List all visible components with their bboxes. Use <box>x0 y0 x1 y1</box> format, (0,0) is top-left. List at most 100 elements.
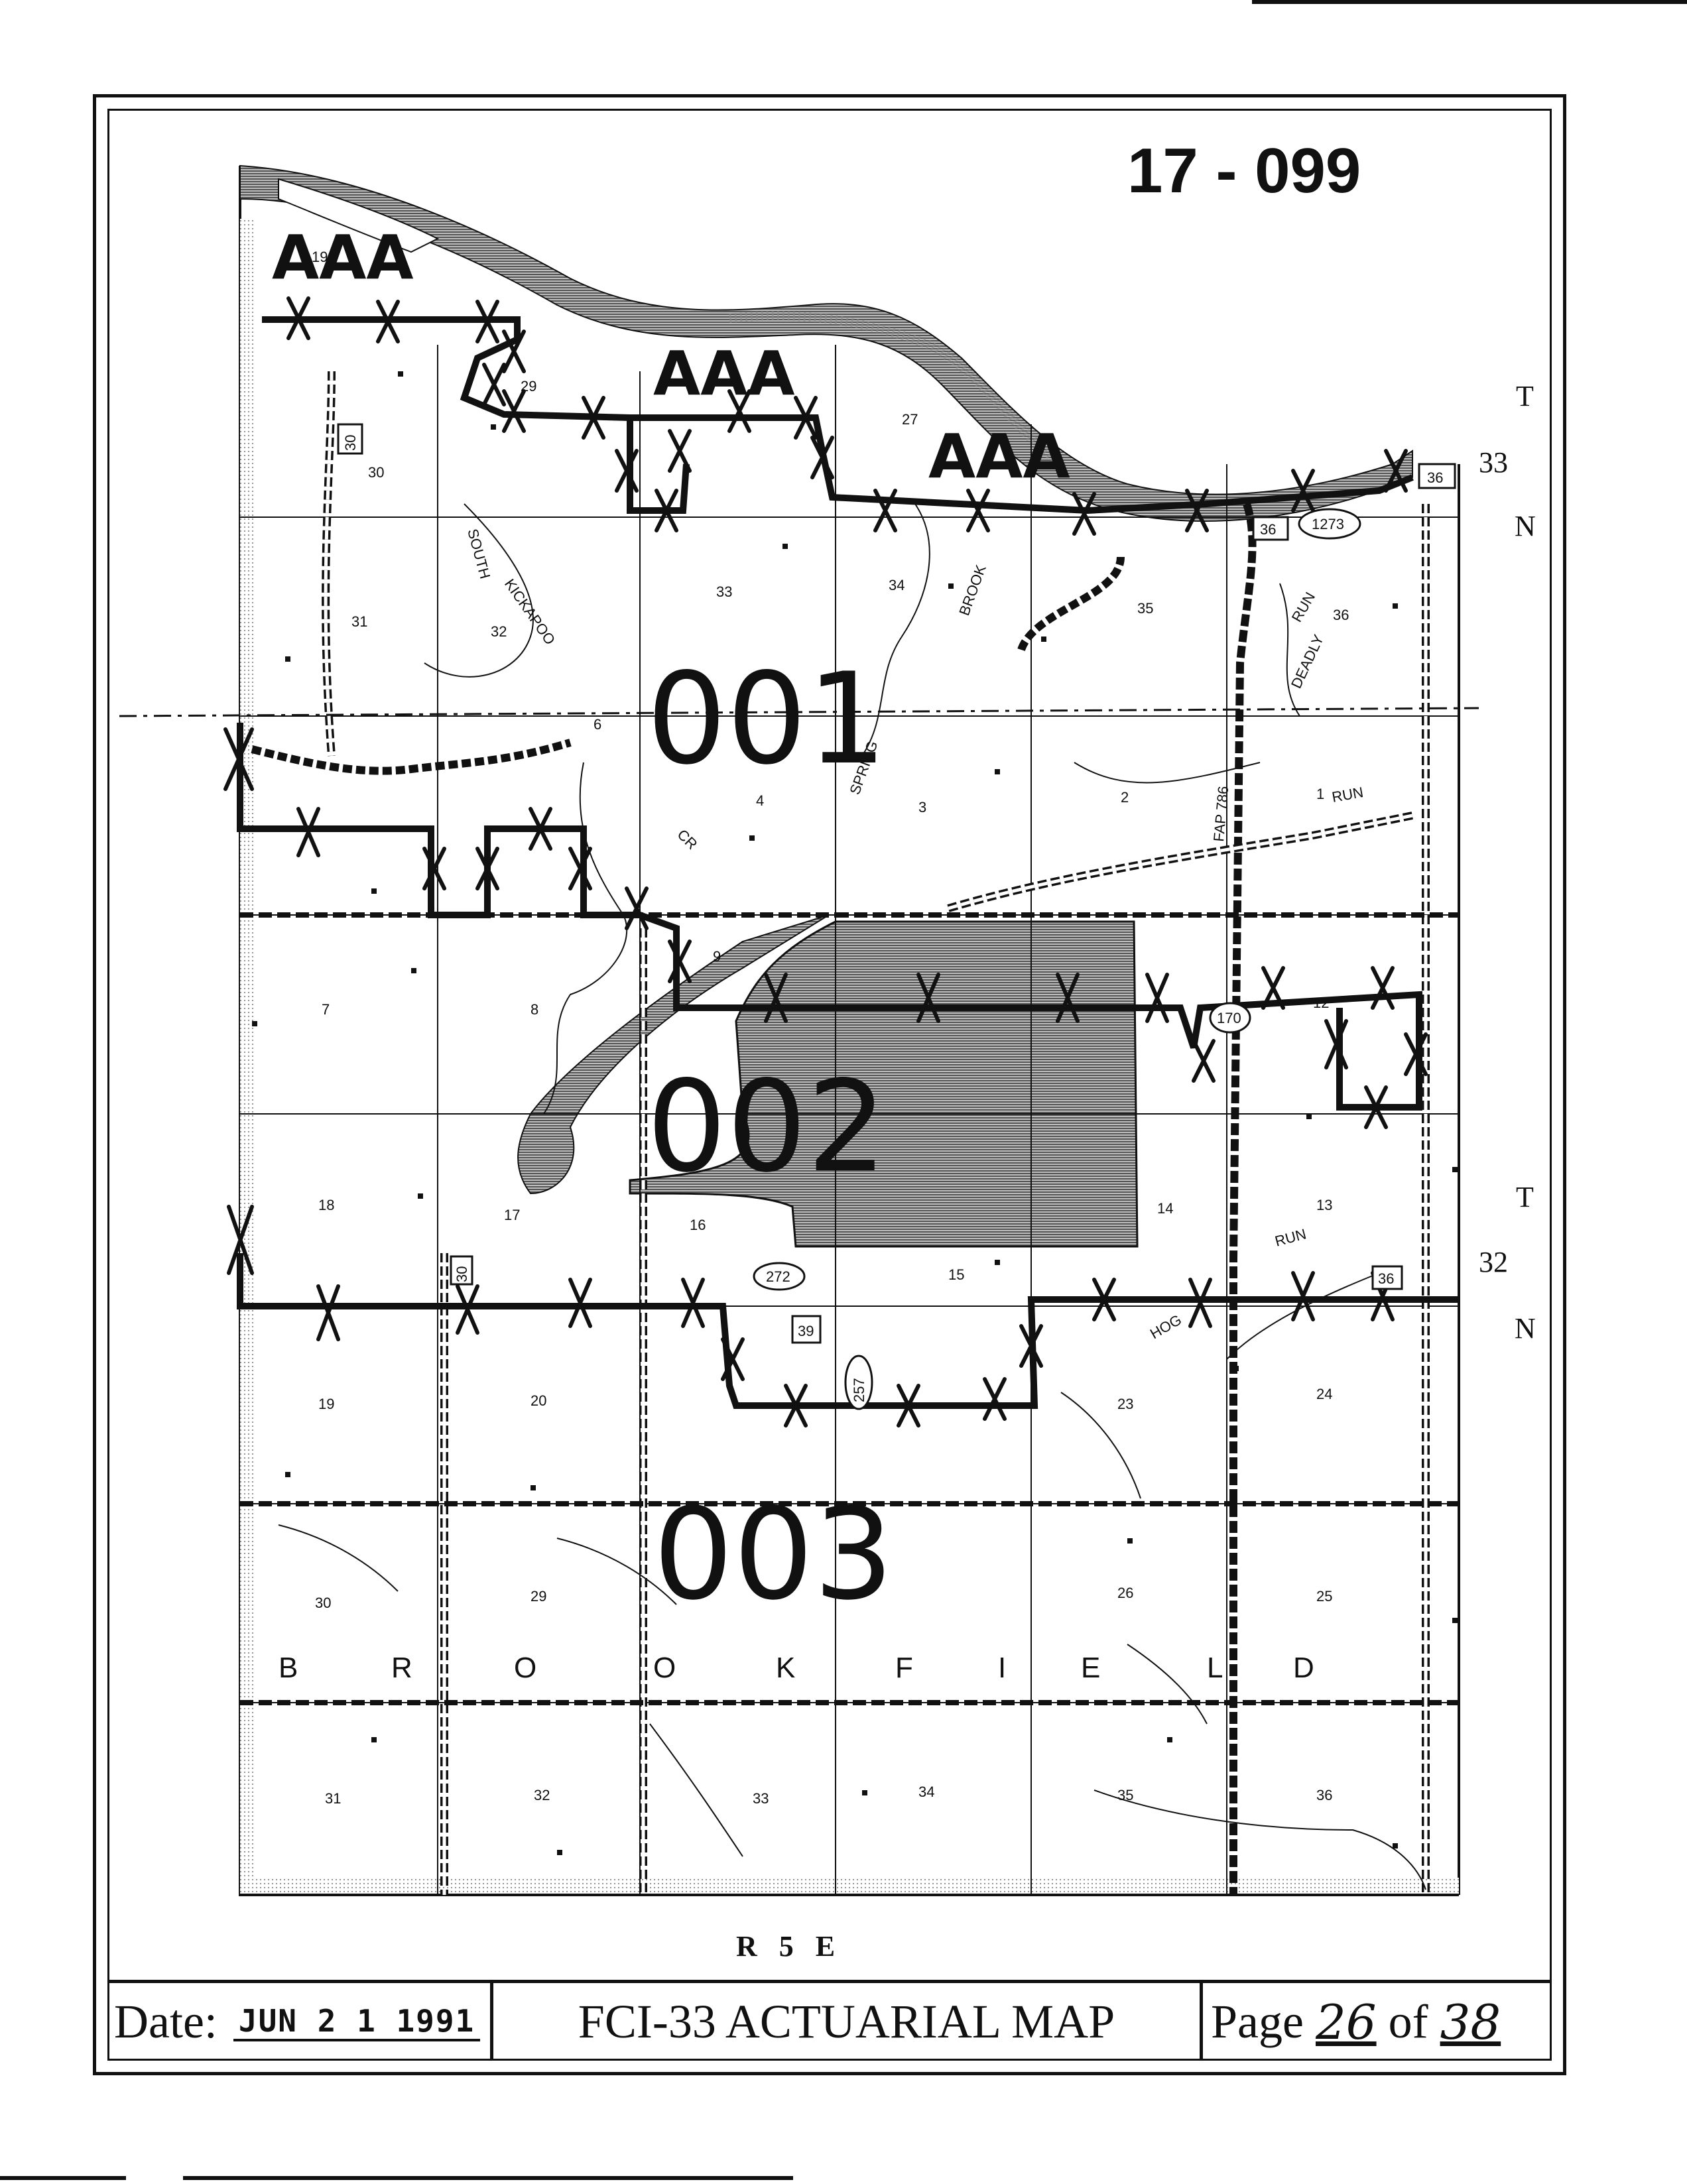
svg-text:F: F <box>895 1652 914 1684</box>
route-shield: 272 <box>766 1268 790 1285</box>
township-label: N <box>1515 510 1536 542</box>
section-number: 35 <box>1117 1787 1133 1803</box>
section-number: 7 <box>322 1001 330 1018</box>
section-number: 12 <box>1313 995 1329 1011</box>
section-number: 16 <box>690 1217 706 1233</box>
page-total: 38 <box>1440 1994 1501 2050</box>
section-number: 23 <box>1117 1396 1133 1412</box>
date-cell: Date: JUN 2 1 1991 <box>107 1983 493 2061</box>
section-number: 6 <box>594 716 601 733</box>
svg-text:I: I <box>998 1652 1007 1684</box>
map-outer-frame <box>93 94 1566 2075</box>
section-number: 9 <box>713 948 721 965</box>
stream-label: RUN <box>1288 589 1318 625</box>
section-number: 19 <box>318 1396 334 1412</box>
section-number: 34 <box>918 1784 934 1800</box>
svg-text:R: R <box>391 1652 414 1684</box>
river-shore-dotted <box>729 311 1064 468</box>
township-label: 33 <box>1479 446 1508 479</box>
highway-label: FAP 786 <box>1210 786 1231 843</box>
township-label: T <box>1516 1181 1534 1213</box>
section-number: 29 <box>531 1588 546 1605</box>
section-numbers: 19 29 30 27 31 32 33 34 35 36 6 4 3 2 1 … <box>312 249 1349 1807</box>
west-edge-shading <box>240 219 255 1893</box>
route-shield: 257 <box>851 1378 867 1402</box>
section-number: 13 <box>1316 1197 1332 1213</box>
section-number: 27 <box>902 411 918 428</box>
route-shield: 36 <box>1260 521 1276 538</box>
section-number: 14 <box>1157 1200 1173 1217</box>
section-number: 25 <box>1316 1588 1332 1605</box>
section-number: 36 <box>1316 1787 1332 1803</box>
zone-label: 001 <box>647 646 887 792</box>
route-shield: 1273 <box>1312 516 1344 532</box>
section-number: 1 <box>1316 786 1324 802</box>
svg-text:L: L <box>1207 1652 1224 1684</box>
section-number: 4 <box>756 792 764 809</box>
zone-label: 003 <box>653 1481 894 1628</box>
section-number: 34 <box>889 577 905 593</box>
map-footer: Date: JUN 2 1 1991 FCI-33 ACTUARIAL MAP … <box>107 1980 1552 2061</box>
stream-label: BROOK <box>956 562 989 618</box>
section-number: 31 <box>351 613 367 630</box>
section-number: 30 <box>368 464 384 481</box>
scan-bottom-edge-line <box>183 2176 793 2180</box>
township-label: 32 <box>1479 1246 1508 1278</box>
river-hatched <box>239 164 1413 522</box>
section-number: 19 <box>312 249 328 265</box>
page-number: 26 <box>1315 1994 1377 2050</box>
date-label: Date: <box>114 1995 218 2048</box>
route-shield: 36 <box>1378 1270 1394 1287</box>
lake-hatched <box>629 920 1139 1248</box>
svg-text:O: O <box>653 1652 677 1684</box>
section-number: 2 <box>1121 789 1129 806</box>
high-risk-label: AAA <box>272 222 414 293</box>
stream-label: SOUTH <box>464 527 493 581</box>
svg-text:O: O <box>514 1652 538 1684</box>
section-number: 17 <box>504 1207 520 1223</box>
route-shield: 39 <box>798 1323 814 1339</box>
route-shield: 30 <box>454 1266 470 1282</box>
section-number: 24 <box>1316 1386 1332 1402</box>
township-line <box>119 707 1479 717</box>
boundary-x-marks <box>223 296 1428 1427</box>
range-label: R 5 E <box>736 1930 835 1963</box>
township-name: B R O O K F I E L D <box>279 1652 1316 1684</box>
svg-text:E: E <box>1081 1652 1101 1684</box>
stream-label: CR <box>674 826 700 853</box>
page-of: of <box>1388 1995 1428 2048</box>
river-sandbar <box>278 178 440 253</box>
route-shield: 30 <box>342 435 359 451</box>
section-number: 29 <box>521 378 536 394</box>
south-edge-shading <box>240 1878 1459 1894</box>
section-number: 32 <box>491 623 507 640</box>
township-label: T <box>1516 380 1534 412</box>
map-inner-frame <box>107 109 1552 2061</box>
structure-markers <box>252 371 1458 1855</box>
map-title: FCI-33 ACTUARIAL MAP <box>493 1983 1203 2061</box>
svg-text:D: D <box>1293 1652 1316 1684</box>
route-shield: 170 <box>1217 1010 1241 1026</box>
date-stamp: JUN 2 1 1991 <box>233 2003 481 2041</box>
section-number: 8 <box>531 1001 538 1018</box>
svg-text:B: B <box>279 1652 299 1684</box>
section-number: 32 <box>534 1787 550 1803</box>
zone-label: 002 <box>647 1054 887 1200</box>
section-number: 15 <box>948 1266 964 1283</box>
stream-label: HOG <box>1147 1311 1184 1343</box>
map-title-text: FCI-33 ACTUARIAL MAP <box>578 1995 1115 2048</box>
reservoir-arm <box>517 914 830 1195</box>
section-number: 30 <box>315 1595 331 1611</box>
stream-label: RUN <box>1331 784 1365 806</box>
section-number: 31 <box>325 1790 341 1807</box>
county-code: 17 - 099 <box>1127 135 1361 206</box>
high-risk-label: AAA <box>928 421 1070 492</box>
scan-bottom-edge-line <box>0 2176 126 2180</box>
township-label: N <box>1515 1312 1536 1345</box>
section-number: 26 <box>1117 1585 1133 1601</box>
stream-label: DEADLY <box>1288 632 1327 691</box>
scan-top-edge-line <box>1252 0 1687 4</box>
section-number: 33 <box>753 1790 769 1807</box>
page-cell: Page 26 of 38 <box>1203 1983 1552 2061</box>
